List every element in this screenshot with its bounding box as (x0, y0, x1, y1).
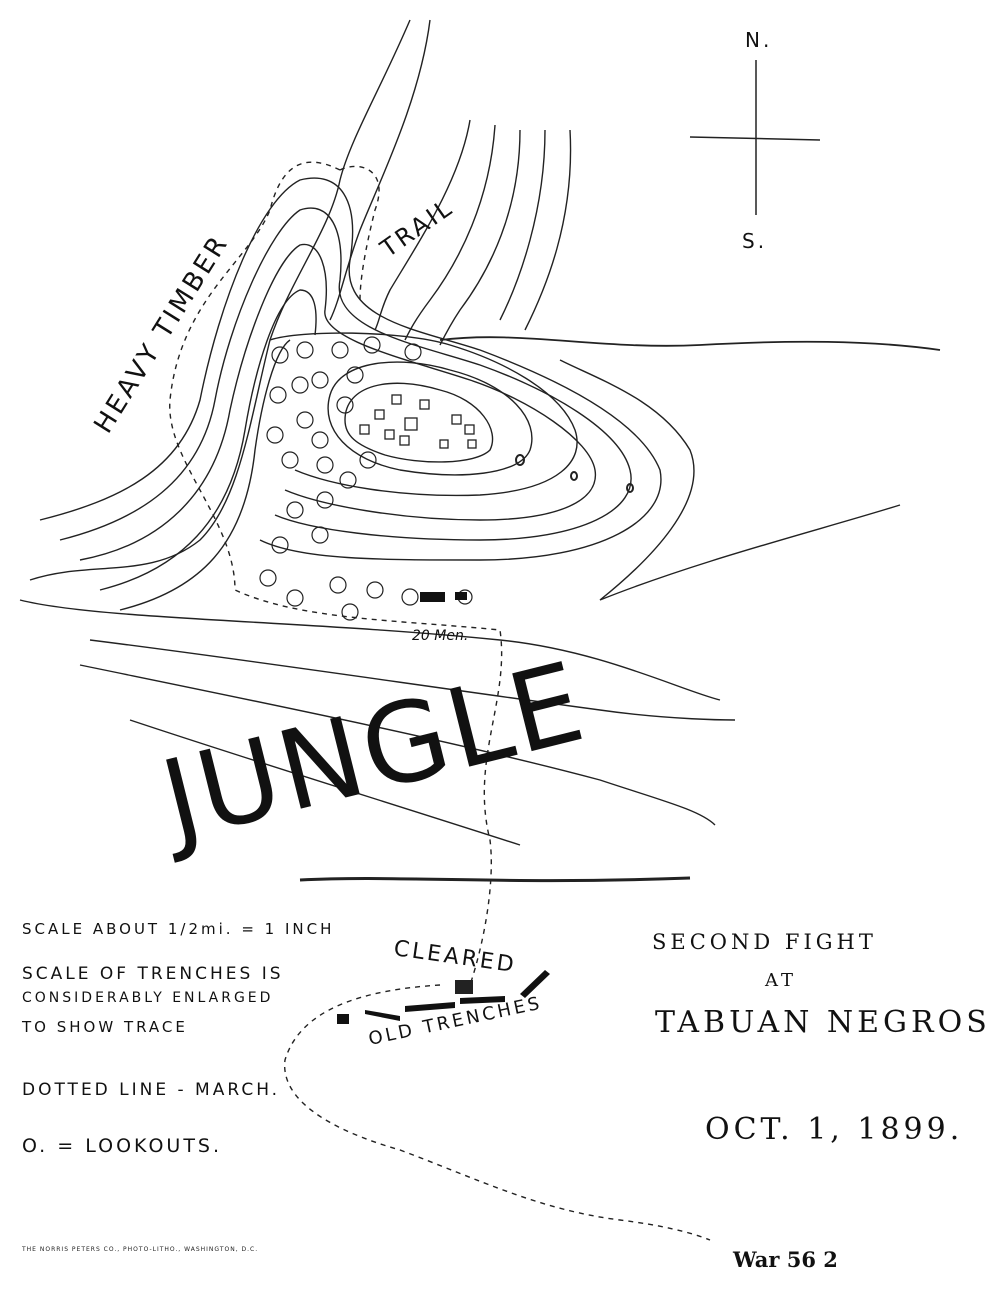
label-jungle: JUNGLE (145, 637, 598, 866)
legend-dotted-line: DOTTED LINE - MARCH. (22, 1080, 281, 1100)
legend-scale: SCALE ABOUT 1/2mi. = 1 INCH (22, 920, 335, 938)
legend-trench-scale-3: TO SHOW TRACE (22, 1018, 188, 1036)
timber-trees (259, 336, 473, 621)
legend-trench-scale-2: CONSIDERABLY ENLARGED (22, 990, 274, 1006)
label-cleared: CLEARED (392, 936, 518, 978)
label-trail: TRAIL (375, 193, 459, 264)
contour-lines (19, 19, 941, 883)
label-20-men: 20 Men. (412, 628, 468, 644)
compass-north: N. (745, 28, 772, 52)
buildings (359, 394, 477, 449)
title-line-2: AT (765, 970, 798, 991)
lookout-markers (515, 454, 634, 493)
march-route (169, 161, 711, 1241)
archive-reference: War 56 2 (733, 1247, 838, 1272)
trenches (337, 592, 550, 1024)
label-old-trenches: OLD TRENCHES (367, 993, 545, 1050)
title-line-3: TABUAN NEGROS (655, 1005, 991, 1040)
compass-cross (689, 60, 821, 215)
title-date: OCT. 1, 1899. (705, 1112, 964, 1147)
compass-south: S. (742, 229, 767, 253)
printer-credit: THE NORRIS PETERS CO., PHOTO-LITHO., WAS… (22, 1246, 259, 1253)
legend-trench-scale-1: SCALE OF TRENCHES IS (22, 964, 284, 984)
title-line-1: SECOND FIGHT (652, 930, 877, 954)
legend-lookouts: O. = LOOKOUTS. (22, 1135, 223, 1157)
